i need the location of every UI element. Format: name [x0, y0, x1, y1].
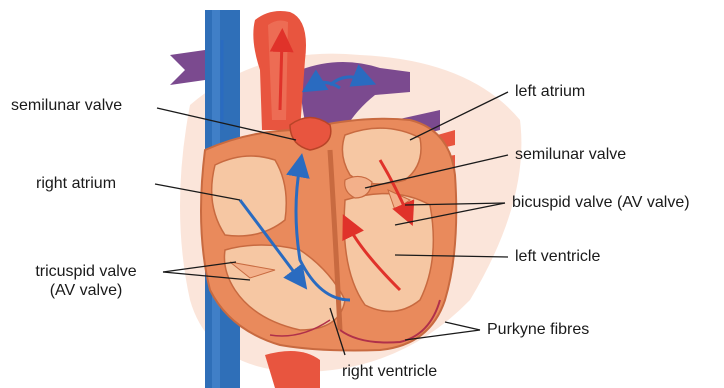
label-left-ventricle: left ventricle — [515, 247, 600, 266]
right-atrium-chamber — [212, 156, 287, 236]
leader-purkyne-a — [445, 322, 480, 330]
label-semilunar-valve-left: semilunar valve — [11, 96, 122, 115]
label-right-ventricle: right ventricle — [342, 362, 437, 381]
pulmonary-artery-left — [170, 50, 205, 85]
label-bicuspid-valve: bicuspid valve (AV valve) — [512, 193, 690, 212]
label-semilunar-valve-right: semilunar valve — [515, 145, 626, 164]
label-tricuspid-valve-line1: tricuspid valve — [11, 262, 161, 281]
label-purkyne-fibres: Purkyne fibres — [487, 320, 589, 339]
label-left-atrium: left atrium — [515, 82, 585, 101]
label-tricuspid-valve-line2: (AV valve) — [11, 281, 161, 300]
label-tricuspid-valve: tricuspid valve (AV valve) — [11, 262, 161, 300]
inferior-vessel — [265, 351, 320, 388]
left-ventricle-chamber — [344, 194, 433, 312]
label-right-atrium: right atrium — [36, 174, 116, 193]
flow-arrow-aorta — [280, 40, 282, 110]
left-atrium-chamber — [342, 128, 421, 184]
